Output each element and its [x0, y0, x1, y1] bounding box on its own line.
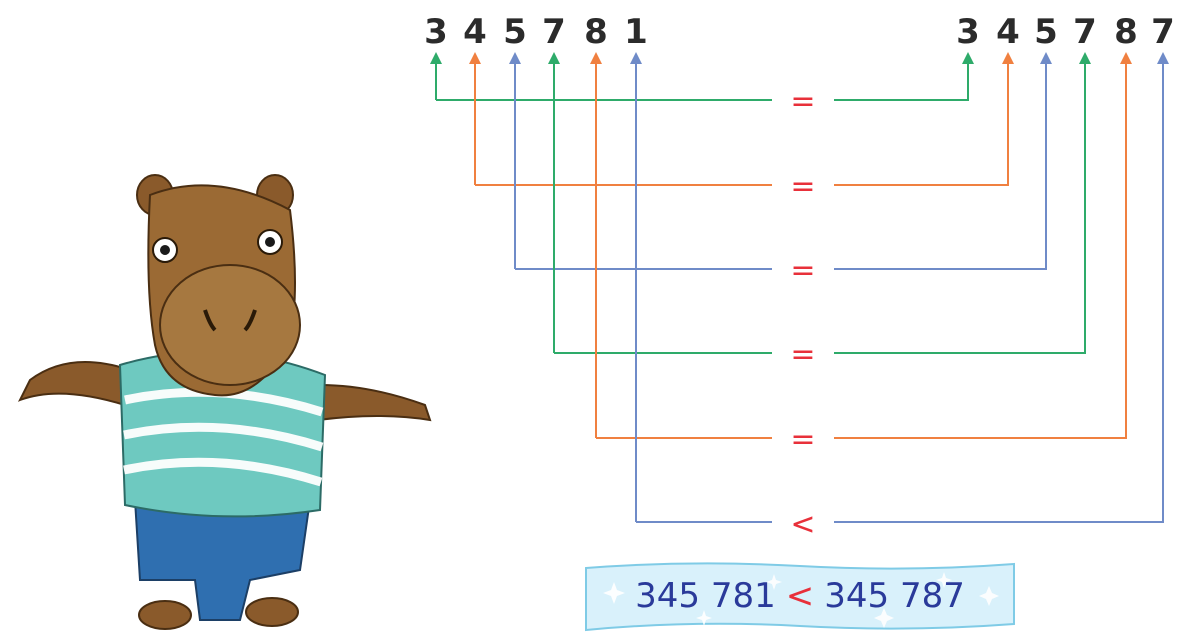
- result-banner: 345 781 < 345 787: [584, 560, 1016, 632]
- comparison-sign-2: =: [790, 169, 815, 204]
- hippo-character-icon: [0, 150, 450, 635]
- result-operator: <: [786, 576, 815, 616]
- comparison-sign-6: <: [790, 507, 815, 542]
- comparison-sign-5: =: [790, 422, 815, 457]
- result-right: 345 787: [824, 576, 965, 616]
- result-expression: 345 781 < 345 787: [584, 560, 1016, 632]
- connector-4: =: [554, 58, 1085, 372]
- comparison-sign-1: =: [790, 84, 815, 119]
- result-left: 345 781: [635, 576, 776, 616]
- comparison-sign-3: =: [790, 253, 815, 288]
- connector-6: <: [636, 58, 1163, 542]
- connector-3: =: [515, 58, 1046, 288]
- comparison-sign-4: =: [790, 337, 815, 372]
